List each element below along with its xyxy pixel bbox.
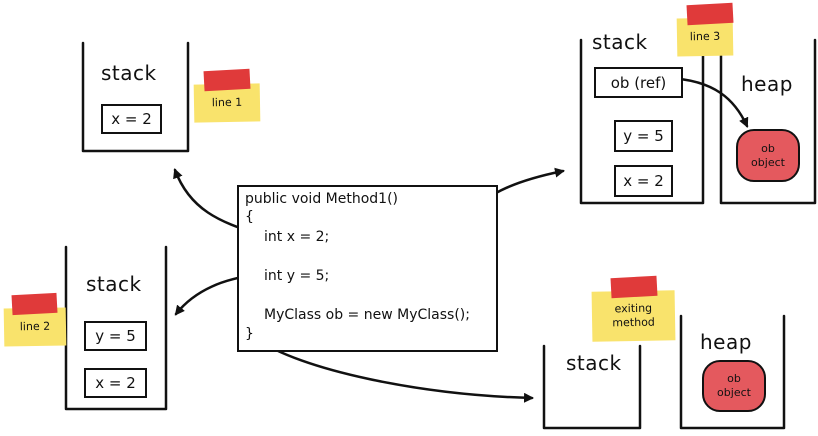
stack-3-var-x: x = 2	[614, 165, 673, 197]
tape-exit	[610, 275, 658, 299]
tape-line3	[686, 2, 734, 26]
sticky-note-exit-text-2: method	[612, 315, 655, 330]
heap-3-title: heap	[741, 72, 793, 96]
stack-1-var-x: x = 2	[101, 104, 162, 134]
sticky-note-line2-text: line 2	[19, 319, 51, 334]
stack-3-title: stack	[592, 30, 648, 54]
stack-4-title: stack	[566, 351, 622, 375]
code-close-brace: }	[245, 326, 254, 342]
heap-3-object-label-object: object	[751, 155, 785, 169]
code-open-brace: {	[245, 209, 254, 225]
heap-4-title: heap	[700, 330, 752, 354]
heap-4-object-label-ob: ob	[727, 372, 741, 385]
stack-3-var-ob-ref: ob (ref)	[594, 67, 683, 98]
sticky-note-exit: exiting method	[591, 290, 676, 342]
heap-4-object: ob object	[702, 360, 766, 412]
heap-4-frame	[679, 314, 786, 430]
stack-3-var-y: y = 5	[614, 120, 673, 152]
heap-3-object-label-ob: ob	[761, 141, 775, 155]
sticky-note-exit-text-1: exiting	[614, 301, 653, 316]
stack-3-frame	[579, 38, 705, 205]
code-line-2: int y = 5;	[264, 268, 330, 284]
code-line-1: int x = 2;	[264, 229, 330, 245]
heap-3-frame	[719, 38, 817, 205]
heap-3-object: ob object	[736, 129, 800, 182]
tape-line1	[203, 68, 251, 92]
stack-1-frame	[81, 41, 190, 153]
heap-4-object-label-object: object	[717, 386, 751, 399]
sticky-note-line3-text: line 3	[689, 29, 721, 44]
stack-2-var-x: x = 2	[84, 368, 147, 398]
stack-2-var-y: y = 5	[84, 321, 147, 351]
stack-2-title: stack	[86, 272, 142, 296]
stack-1-title: stack	[101, 61, 157, 85]
code-line-3: MyClass ob = new MyClass();	[264, 307, 470, 323]
code-signature: public void Method1()	[245, 191, 398, 207]
tape-line2	[11, 292, 58, 316]
stack-4-frame	[542, 344, 642, 430]
sticky-note-line1-text: line 1	[211, 95, 243, 110]
code-block	[237, 185, 498, 352]
